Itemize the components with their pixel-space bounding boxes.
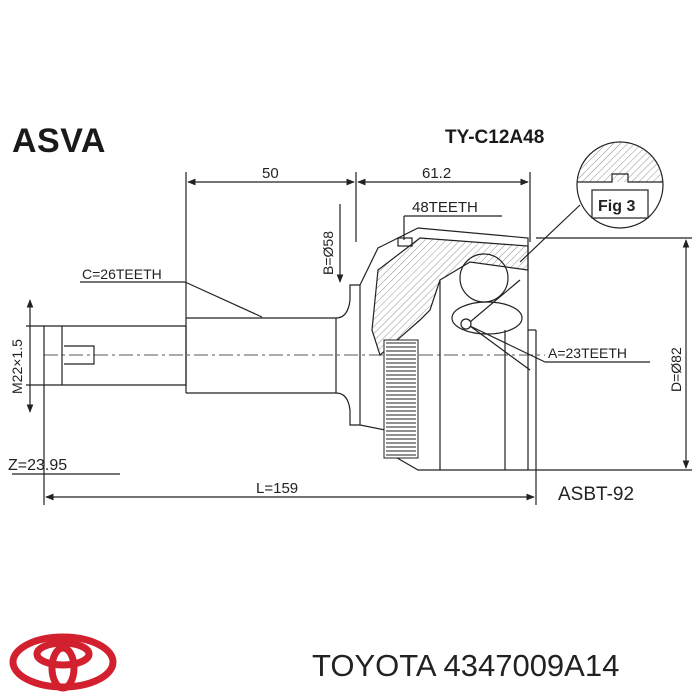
label-spline-c: C=26TEETH [82,266,162,282]
label-bearing-dia: B=Ø58 [320,231,336,275]
label-outer-teeth: 48TEETH [412,199,478,216]
dim-label-a: 50 [262,165,279,182]
fig-label-box [591,189,649,219]
label-fig: Fig 3 [598,198,635,215]
toyota-logo-icon [9,633,117,692]
fig-leader [519,204,581,263]
label-z: Z=23.95 [8,457,67,474]
shaft-spline [186,284,360,319]
label-abs-ring: ASBT-92 [558,484,634,505]
label-thread: M22×1.5 [9,339,25,394]
brand-title: ASVA [12,122,106,160]
shaft-stub [43,325,187,386]
dim-label-b: 61.2 [422,165,451,182]
label-outer-dia: D=Ø82 [668,347,684,392]
model-code: TY-C12A48 [445,127,545,148]
footer-part-number: TOYOTA 4347009A14 [312,648,620,683]
label-total-length: L=159 [256,480,298,497]
label-inner-teeth: A=23TEETH [548,345,627,361]
